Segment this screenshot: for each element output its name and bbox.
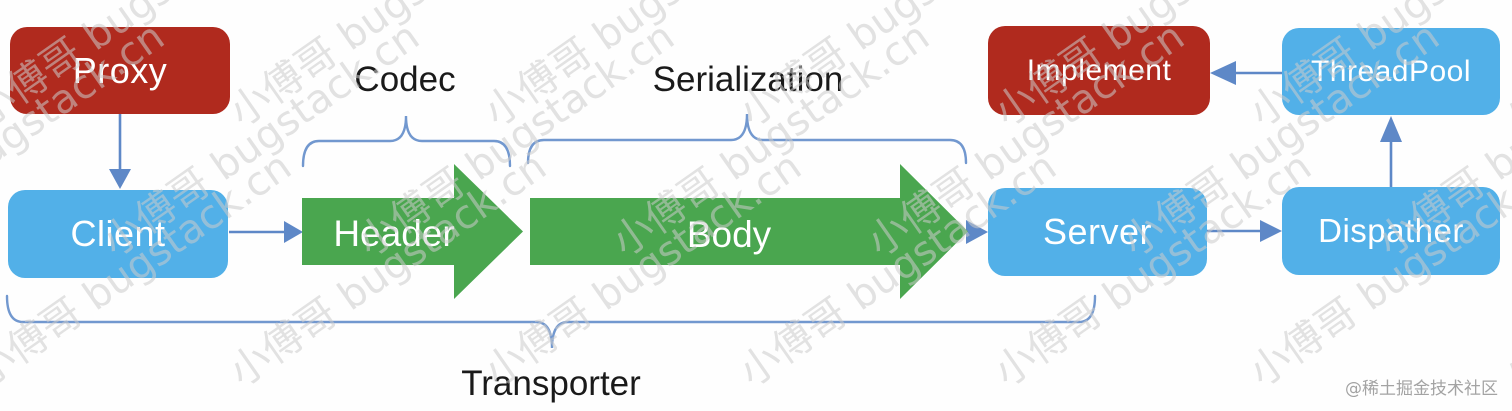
arrow-body-to-server-head-icon xyxy=(966,220,988,244)
node-dispather-label: Dispather xyxy=(1318,212,1464,249)
watermark-text: 小傅哥 bugstack.cn xyxy=(343,0,684,8)
serialization-annotation: Serialization xyxy=(652,60,844,99)
node-client: Client xyxy=(8,190,228,278)
credit-text: @稀土掘金技术社区 xyxy=(1345,379,1498,399)
arrow-proxy-to-client-head-icon xyxy=(109,169,131,189)
arrow-dispather-to-threadpool-head-icon xyxy=(1380,116,1402,142)
watermark-text: 小傅哥 bugstack.cn xyxy=(604,13,938,267)
node-server: Server xyxy=(988,188,1207,276)
arrow-threadpool-to-implement-head-icon xyxy=(1210,61,1236,85)
body-flow-arrow-label: Body xyxy=(687,214,772,255)
watermark-text: 小傅哥 bugstack.cn xyxy=(88,0,429,8)
header-flow-arrow xyxy=(302,164,523,299)
arrow-server-to-dispather-head-icon xyxy=(1260,220,1282,242)
header-flow-arrow-label: Header xyxy=(333,213,454,254)
watermark-text: 小傅哥 bugstack.cn xyxy=(1108,0,1449,8)
node-threadpool: ThreadPool xyxy=(1282,28,1500,115)
codec-brace xyxy=(301,115,512,168)
node-implement: Implement xyxy=(988,26,1210,115)
transporter-brace xyxy=(5,294,1097,349)
serialization-brace xyxy=(526,113,968,165)
transporter-annotation: Transporter xyxy=(461,364,641,403)
watermark-text: 小傅哥 bugstack.cn xyxy=(349,13,683,267)
node-client-label: Client xyxy=(70,213,166,254)
arrow-client-to-header-head-icon xyxy=(284,221,303,243)
node-threadpool-label: ThreadPool xyxy=(1310,54,1472,88)
watermark-text: 小傅哥 bugstack.cn xyxy=(1363,0,1512,8)
watermark-text: 小傅哥 bugstack.cn xyxy=(853,0,1194,8)
node-implement-label: Implement xyxy=(1026,53,1172,87)
watermark-text: 小傅哥 bugstack.cn xyxy=(221,143,555,397)
node-server-label: Server xyxy=(1042,211,1153,252)
watermark-text: 小傅哥 bugstack.cn xyxy=(0,0,174,8)
watermark-text: 小傅哥 bugstack.cn xyxy=(598,0,939,8)
codec-annotation: Codec xyxy=(354,60,456,99)
watermark-text: 小傅哥 bugstack.cn xyxy=(476,143,810,397)
body-flow-arrow xyxy=(530,164,968,299)
node-proxy-label: Proxy xyxy=(72,49,168,91)
node-proxy: Proxy xyxy=(10,27,230,114)
node-dispather: Dispather xyxy=(1282,187,1500,275)
